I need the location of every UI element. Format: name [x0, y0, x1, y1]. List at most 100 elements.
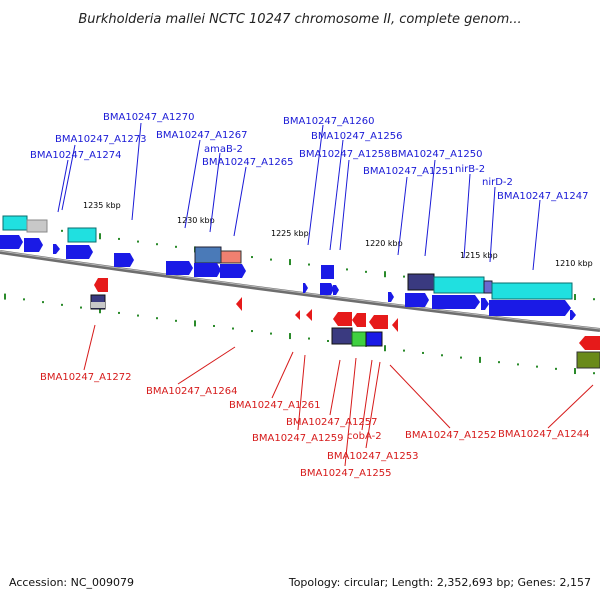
- tick-mark: [555, 367, 557, 370]
- forward-gene-arrow[interactable]: [333, 285, 339, 295]
- scale-label: 1235 kbp: [83, 201, 121, 210]
- map-title: Burkholderia mallei NCTC 10247 chromosom…: [78, 12, 521, 27]
- forward-gene-arrow[interactable]: [220, 264, 246, 278]
- feature-block[interactable]: [67, 227, 97, 243]
- forward-gene-arrow[interactable]: [489, 300, 571, 316]
- gene-label[interactable]: amaB-2: [204, 144, 243, 155]
- forward-gene-arrow[interactable]: [24, 238, 43, 252]
- tick-mark: [270, 332, 272, 335]
- feature-block[interactable]: [365, 331, 383, 347]
- forward-gene-labels: BMA10247_A1270 BMA10247_A1273 BMA10247_A…: [30, 112, 588, 202]
- tick-mark: [536, 365, 538, 368]
- feature-block[interactable]: [407, 273, 435, 291]
- reverse-gene-arrow[interactable]: [333, 312, 352, 326]
- tick-mark: [251, 330, 253, 333]
- gene-label[interactable]: BMA10247_A1270: [103, 112, 194, 123]
- reverse-gene-arrow[interactable]: [392, 318, 398, 332]
- tick-mark: [593, 372, 595, 375]
- feature-block[interactable]: [433, 276, 485, 294]
- feature-block[interactable]: [331, 327, 353, 345]
- forward-gene-arrow[interactable]: [570, 310, 576, 320]
- tick-mark: [346, 268, 348, 271]
- feature-block[interactable]: [220, 250, 242, 264]
- forward-gene-arrow[interactable]: [321, 265, 334, 279]
- forward-label-lines: [57, 122, 541, 271]
- tick-mark: [23, 298, 25, 301]
- feature-block[interactable]: [91, 302, 105, 308]
- reverse-gene-arrow[interactable]: [236, 297, 242, 311]
- tick-mark: [232, 327, 234, 330]
- tick-mark: [498, 361, 500, 364]
- tick-mark: [4, 293, 6, 300]
- forward-gene-arrow[interactable]: [114, 253, 134, 267]
- gene-label[interactable]: BMA10247_A1244: [498, 429, 589, 440]
- tick-mark: [441, 354, 443, 357]
- scale-label: 1210 kbp: [555, 259, 593, 268]
- scale-label: 1215 kbp: [460, 251, 498, 260]
- tick-mark: [137, 240, 139, 243]
- scale-labels: 1235 kbp 1230 kbp 1225 kbp 1220 kbp 1215…: [83, 201, 593, 268]
- forward-gene-arrow[interactable]: [66, 245, 93, 259]
- scale-label: 1220 kbp: [365, 239, 403, 248]
- feature-block[interactable]: [491, 282, 573, 300]
- feature-block[interactable]: [351, 331, 367, 347]
- reverse-gene-arrow[interactable]: [295, 310, 300, 320]
- gene-label[interactable]: BMA10247_A1274: [30, 150, 121, 161]
- gene-label[interactable]: BMA10247_A1256: [311, 131, 402, 142]
- forward-gene-arrow[interactable]: [0, 235, 23, 249]
- forward-gene-arrow[interactable]: [481, 298, 489, 310]
- reverse-gene-arrow[interactable]: [94, 278, 108, 292]
- gene-label[interactable]: BMA10247_A1255: [300, 468, 391, 479]
- gene-label[interactable]: nirB-2: [455, 164, 485, 175]
- forward-gene-arrow[interactable]: [388, 292, 394, 302]
- reverse-gene-arrow[interactable]: [369, 315, 388, 329]
- reverse-gene-arrow[interactable]: [352, 313, 366, 327]
- tick-mark: [118, 237, 120, 240]
- gene-label[interactable]: BMA10247_A1264: [146, 386, 237, 397]
- gene-label[interactable]: BMA10247_A1272: [40, 372, 131, 383]
- gene-label[interactable]: BMA10247_A1252: [405, 430, 496, 441]
- gene-label[interactable]: BMA10247_A1265: [202, 157, 293, 168]
- forward-gene-arrow[interactable]: [166, 261, 193, 275]
- forward-gene-arrow[interactable]: [320, 283, 334, 295]
- tick-mark: [213, 324, 215, 327]
- feature-block[interactable]: [2, 215, 28, 231]
- accession-text: Accession: NC_009079: [9, 576, 134, 589]
- tick-mark: [61, 303, 63, 306]
- feature-block[interactable]: [194, 246, 222, 264]
- gene-label[interactable]: BMA10247_A1257: [286, 417, 377, 428]
- forward-gene-arrow[interactable]: [303, 283, 308, 293]
- tick-mark: [289, 333, 291, 340]
- gene-label[interactable]: BMA10247_A1273: [55, 134, 146, 145]
- gene-label[interactable]: nirD-2: [482, 177, 513, 188]
- chromosome-backbone: [0, 250, 600, 332]
- reverse-gene-arrow[interactable]: [306, 309, 312, 321]
- gene-label[interactable]: BMA10247_A1251: [363, 166, 454, 177]
- feature-block[interactable]: [576, 351, 600, 369]
- tick-mark: [42, 301, 44, 304]
- tick-mark: [137, 314, 139, 317]
- gene-label[interactable]: BMA10247_A1260: [283, 116, 374, 127]
- feature-block[interactable]: [26, 219, 48, 233]
- tick-mark: [175, 245, 177, 248]
- tick-mark: [80, 306, 82, 309]
- gene-label[interactable]: BMA10247_A1247: [497, 191, 588, 202]
- gene-label[interactable]: BMA10247_A1253: [327, 451, 418, 462]
- reverse-gene-arrow[interactable]: [579, 336, 600, 350]
- tick-mark: [270, 258, 272, 261]
- reverse-feature-blocks: [90, 294, 600, 369]
- gene-label[interactable]: BMA10247_A1259: [252, 433, 343, 444]
- forward-gene-arrow[interactable]: [405, 293, 429, 307]
- tick-mark: [194, 320, 196, 327]
- tick-mark: [251, 256, 253, 259]
- feature-block[interactable]: [483, 280, 493, 294]
- forward-gene-arrow[interactable]: [194, 263, 221, 277]
- gene-label[interactable]: BMA10247_A1267: [156, 130, 247, 141]
- gene-label[interactable]: cobA-2: [347, 431, 382, 442]
- scale-label: 1230 kbp: [177, 216, 215, 225]
- forward-gene-arrow[interactable]: [53, 244, 60, 254]
- gene-label[interactable]: BMA10247_A1258: [299, 149, 390, 160]
- gene-label[interactable]: BMA10247_A1261: [229, 400, 320, 411]
- forward-gene-arrow[interactable]: [432, 295, 480, 309]
- gene-label[interactable]: BMA10247_A1250: [391, 149, 482, 160]
